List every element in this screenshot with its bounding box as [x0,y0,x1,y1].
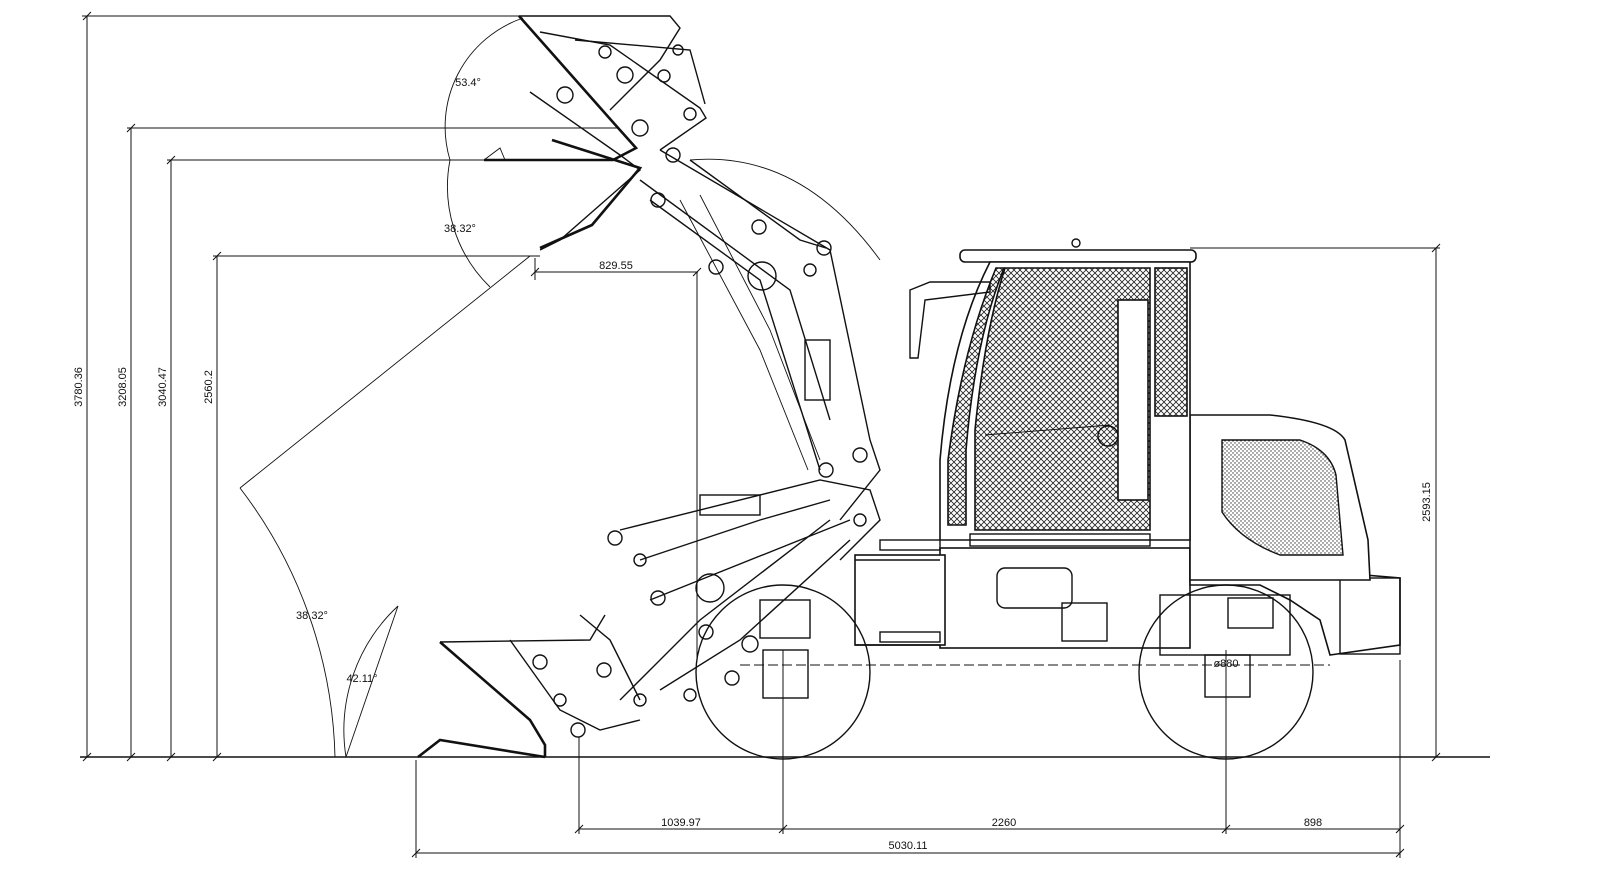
raised-boom [639,147,881,521]
cab-door-glass [974,267,1151,531]
dim-829-label: 829.55 [599,260,633,272]
dim-3040-label: 3040.47 [157,367,169,407]
lowered-bucket [417,614,647,759]
dim-2593-label: 2593.15 [1421,482,1433,522]
raised-bucket [483,15,707,251]
cab-front-glass [947,267,1006,526]
engine-hood [1189,414,1371,581]
lowered-boom [607,479,881,702]
dim-2260-label: 2260 [992,817,1016,829]
height-dimensions [82,11,618,762]
engine-grille [1221,439,1344,556]
cab-height-dimension [1190,243,1441,762]
angle-53-label: 53.4° [455,77,481,89]
dim-898-label: 898 [1304,817,1322,829]
dim-2560-label: 2560.2 [203,370,215,404]
front-wheel [695,584,871,760]
rear-wheel [1138,584,1314,760]
dim-3780-label: 3780.36 [73,367,85,407]
length-dimensions [411,650,1405,858]
angle-38-upper-label: 38.32° [444,223,476,235]
angle-arcs [239,17,531,758]
operator-cab [909,238,1197,547]
dim-3208-label: 3208.05 [117,367,129,407]
reach-dimension [530,258,702,660]
angle-38-lower-label: 38.32° [296,610,328,622]
dim-1039-label: 1039.97 [661,817,701,829]
dim-5030-label: 5030.11 [889,840,928,852]
articulation-frame [855,539,941,646]
angle-42-label: 42.11° [346,673,377,685]
tire-diameter-label: ø880 [1213,658,1238,670]
cab-rear-glass [1154,267,1188,417]
